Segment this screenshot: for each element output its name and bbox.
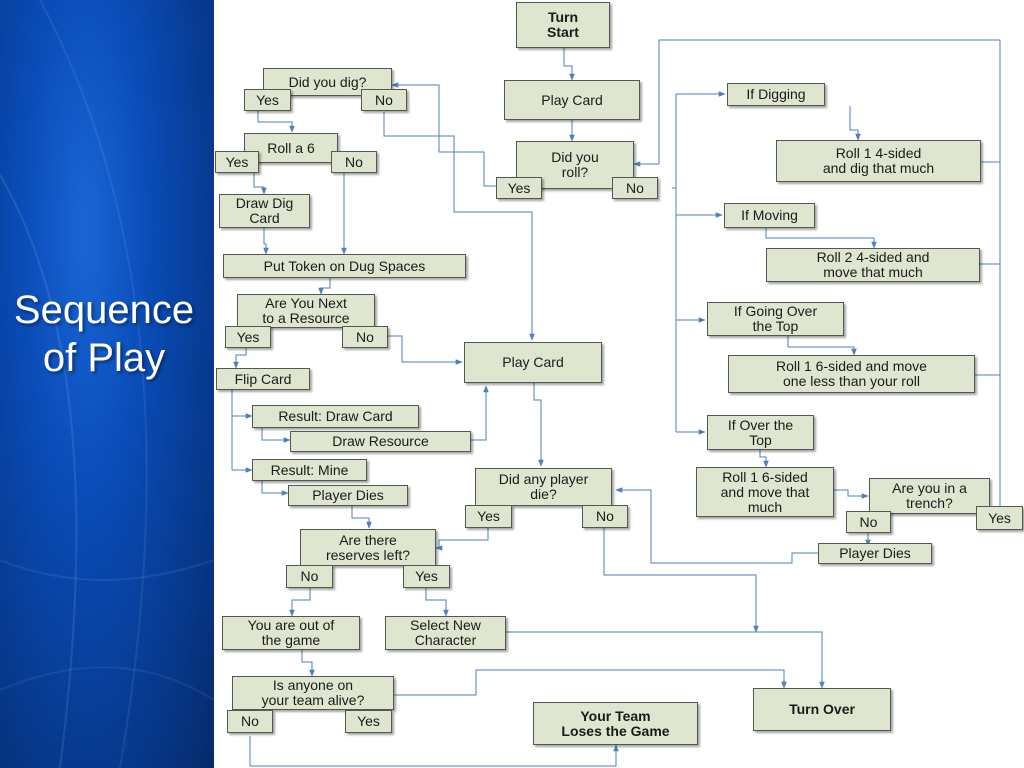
resource-no-label: No — [342, 326, 388, 348]
roll-1-6-less-node: Roll 1 6-sided and move one less than yo… — [728, 355, 975, 393]
edge-ifover-to-roll — [759, 450, 769, 468]
select-new-character-node: Select New Character — [385, 616, 506, 650]
edge-aliveno-to-loses — [249, 736, 619, 767]
edge-ifdigging-to-roll — [849, 106, 861, 141]
edge-playmid-to-anydie — [533, 383, 544, 467]
edge-rollyes-to-dig — [391, 82, 496, 187]
result-draw-card-node: Result: Draw Card — [252, 405, 419, 428]
edge-aliveyes-to-turnover — [394, 669, 787, 696]
flip-card-node: Flip Card — [216, 368, 310, 390]
edge-dies-to-anydie — [615, 487, 818, 564]
alive-yes-label: Yes — [345, 710, 392, 733]
roll-no-label: No — [612, 177, 658, 199]
in-trench-node: Are you in a trench? — [869, 478, 990, 514]
alive-no-label: No — [227, 710, 273, 733]
roll-2-4-move-node: Roll 2 4-sided and move that much — [766, 248, 980, 282]
roll-a-6-node: Roll a 6 — [244, 133, 338, 163]
die-yes-label: Yes — [465, 505, 512, 528]
edge-ifgoing-to-roll — [787, 336, 857, 356]
edge-resyes-to-flip — [233, 346, 247, 369]
slide-title: Sequence of Play — [13, 288, 195, 380]
if-moving-node: If Moving — [724, 203, 815, 228]
dig-yes-label: Yes — [244, 89, 291, 111]
flowchart: Turn Start Play Card Did you roll? Yes N… — [214, 0, 1024, 768]
reserves-yes-label: Yes — [403, 565, 450, 588]
reserves-left-node: Are there reserves left? — [300, 529, 436, 566]
roll-1-4-dig-node: Roll 1 4-sided and dig that much — [776, 140, 981, 182]
draw-dig-card-node: Draw Dig Card — [219, 194, 310, 228]
edge-out-to-alive — [301, 650, 315, 677]
edge-drawcard-to-resource — [261, 428, 291, 443]
edge-select-to-turnover — [506, 631, 825, 689]
edge-dieno-to-turnover — [603, 528, 759, 633]
edge-dies-to-reserves — [351, 506, 372, 529]
trench-yes-label: Yes — [976, 506, 1023, 530]
edge-ifmoving-to-roll — [765, 228, 877, 249]
edge-digyes-to-roll6 — [257, 110, 295, 133]
play-card-top-node: Play Card — [504, 80, 640, 120]
edge-reservesno-to-out — [289, 588, 311, 617]
edge-reservesyes-to-select — [425, 588, 449, 617]
anyone-alive-node: Is anyone on your team alive? — [232, 676, 394, 710]
edge-roll-to-trench — [834, 489, 869, 499]
edge-start-to-playcard — [563, 48, 575, 81]
edge-resno-to-playmid — [374, 335, 463, 365]
if-digging-node: If Digging — [727, 83, 825, 106]
roll-1-6-move-node: Roll 1 6-sided and move that much — [696, 467, 834, 517]
edge-digno-to-playmid — [383, 112, 535, 341]
did-any-player-die-node: Did any player die? — [475, 468, 612, 506]
turn-start-node: Turn Start — [516, 2, 610, 48]
edge-resource-to-playmid — [471, 385, 489, 441]
if-over-top-node: If Over the Top — [707, 415, 814, 450]
sidebar-decoration — [0, 0, 214, 768]
dig-no-label: No — [361, 89, 407, 111]
if-going-over-top-node: If Going Over the Top — [707, 302, 844, 336]
reserves-no-label: No — [286, 565, 333, 588]
put-token-node: Put Token on Dug Spaces — [223, 254, 466, 278]
edge-right-return — [634, 39, 1001, 530]
edge-mine-to-dies — [261, 481, 289, 496]
player-dies-left-node: Player Dies — [288, 485, 408, 506]
next-to-resource-node: Are You Next to a Resource — [237, 294, 375, 328]
slide-sidebar: Sequence of Play — [0, 0, 214, 768]
resource-yes-label: Yes — [225, 326, 271, 348]
out-of-game-node: You are out of the game — [222, 616, 360, 650]
result-mine-node: Result: Mine — [252, 459, 367, 481]
player-dies-right-node: Player Dies — [818, 543, 932, 564]
draw-resource-node: Draw Resource — [290, 431, 471, 452]
edge-dieyes-to-reserves — [435, 528, 489, 551]
edge-drawdig-to-token — [263, 228, 269, 255]
six-yes-label: Yes — [215, 151, 259, 173]
edge-sixyes-to-drawdig — [253, 170, 267, 195]
team-loses-node: Your Team Loses the Game — [533, 702, 698, 745]
flowchart-connectors — [231, 39, 1001, 767]
turn-over-node: Turn Over — [753, 688, 891, 731]
roll-yes-label: Yes — [496, 177, 542, 199]
die-no-label: No — [582, 505, 628, 528]
edge-token-to-resource — [318, 278, 331, 295]
six-no-label: No — [331, 151, 377, 173]
play-card-mid-node: Play Card — [464, 342, 602, 383]
trench-no-label: No — [846, 511, 891, 533]
